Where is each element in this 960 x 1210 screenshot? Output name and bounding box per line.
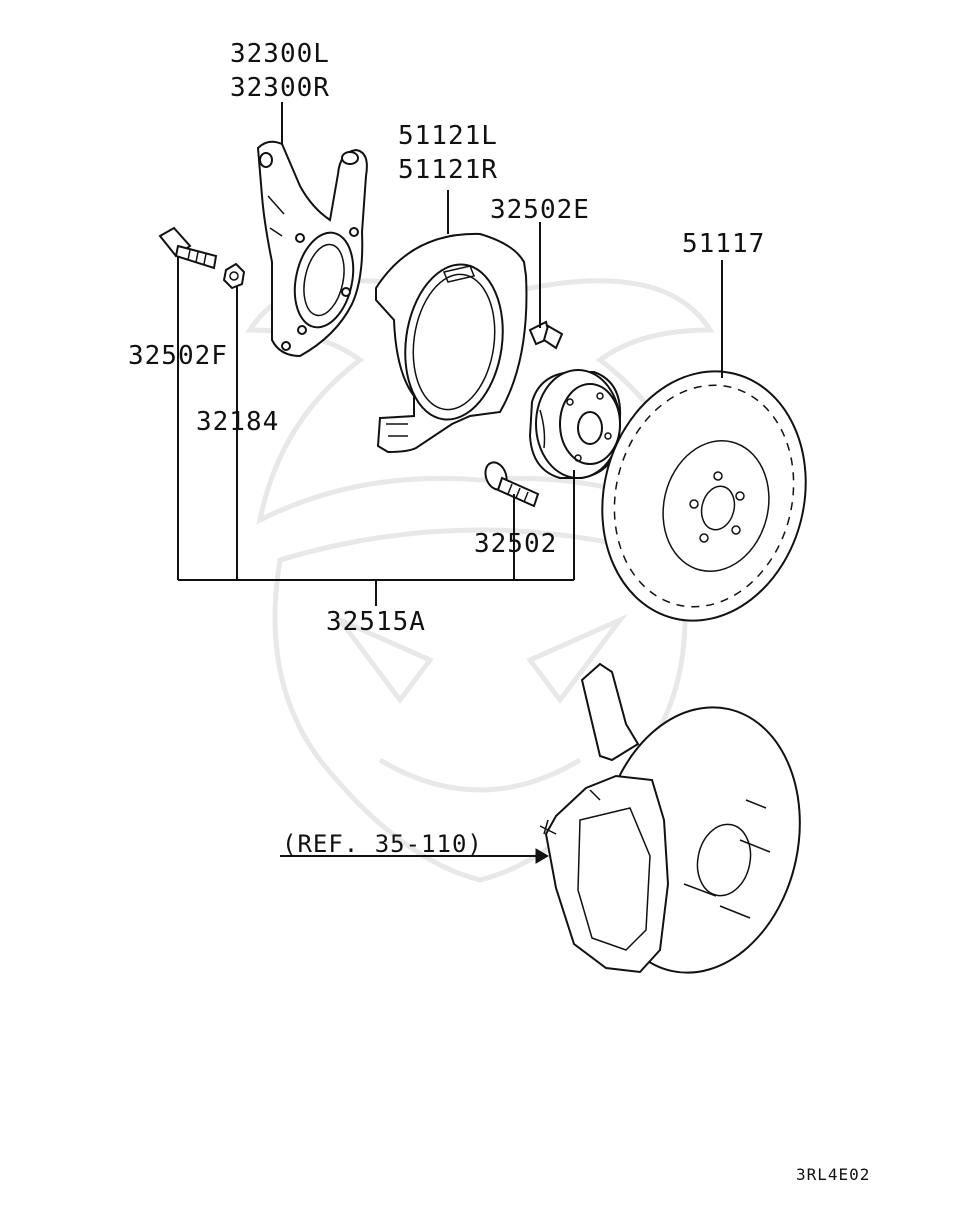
caliper-assembly <box>539 662 801 974</box>
label-knuckle-left: 32300L <box>230 39 330 69</box>
leader-lines <box>177 102 723 864</box>
hub-bearing <box>528 369 622 479</box>
nut <box>222 262 246 290</box>
label-dust-cover-left: 51121L <box>398 121 498 151</box>
label-bolt: 32502F <box>128 341 228 371</box>
label-dust-cover-right: 51121R <box>398 155 498 185</box>
label-nut: 32184 <box>196 407 279 437</box>
figure-code: 3RL4E02 <box>796 1165 870 1184</box>
label-reference: (REF. 35-110) <box>282 830 483 858</box>
steering-knuckle <box>256 140 368 358</box>
screw <box>528 320 564 350</box>
label-screw: 32502E <box>490 195 590 225</box>
label-hub-bolt: 32502 <box>474 529 557 559</box>
label-hub-assembly: 32515A <box>326 607 426 637</box>
knuckle-bolt <box>158 226 218 270</box>
label-knuckle-right: 32300R <box>230 73 330 103</box>
hub-bolt <box>484 461 540 508</box>
label-rotor: 51117 <box>682 229 765 259</box>
brake-rotor <box>601 370 807 622</box>
dust-cover <box>375 232 528 454</box>
